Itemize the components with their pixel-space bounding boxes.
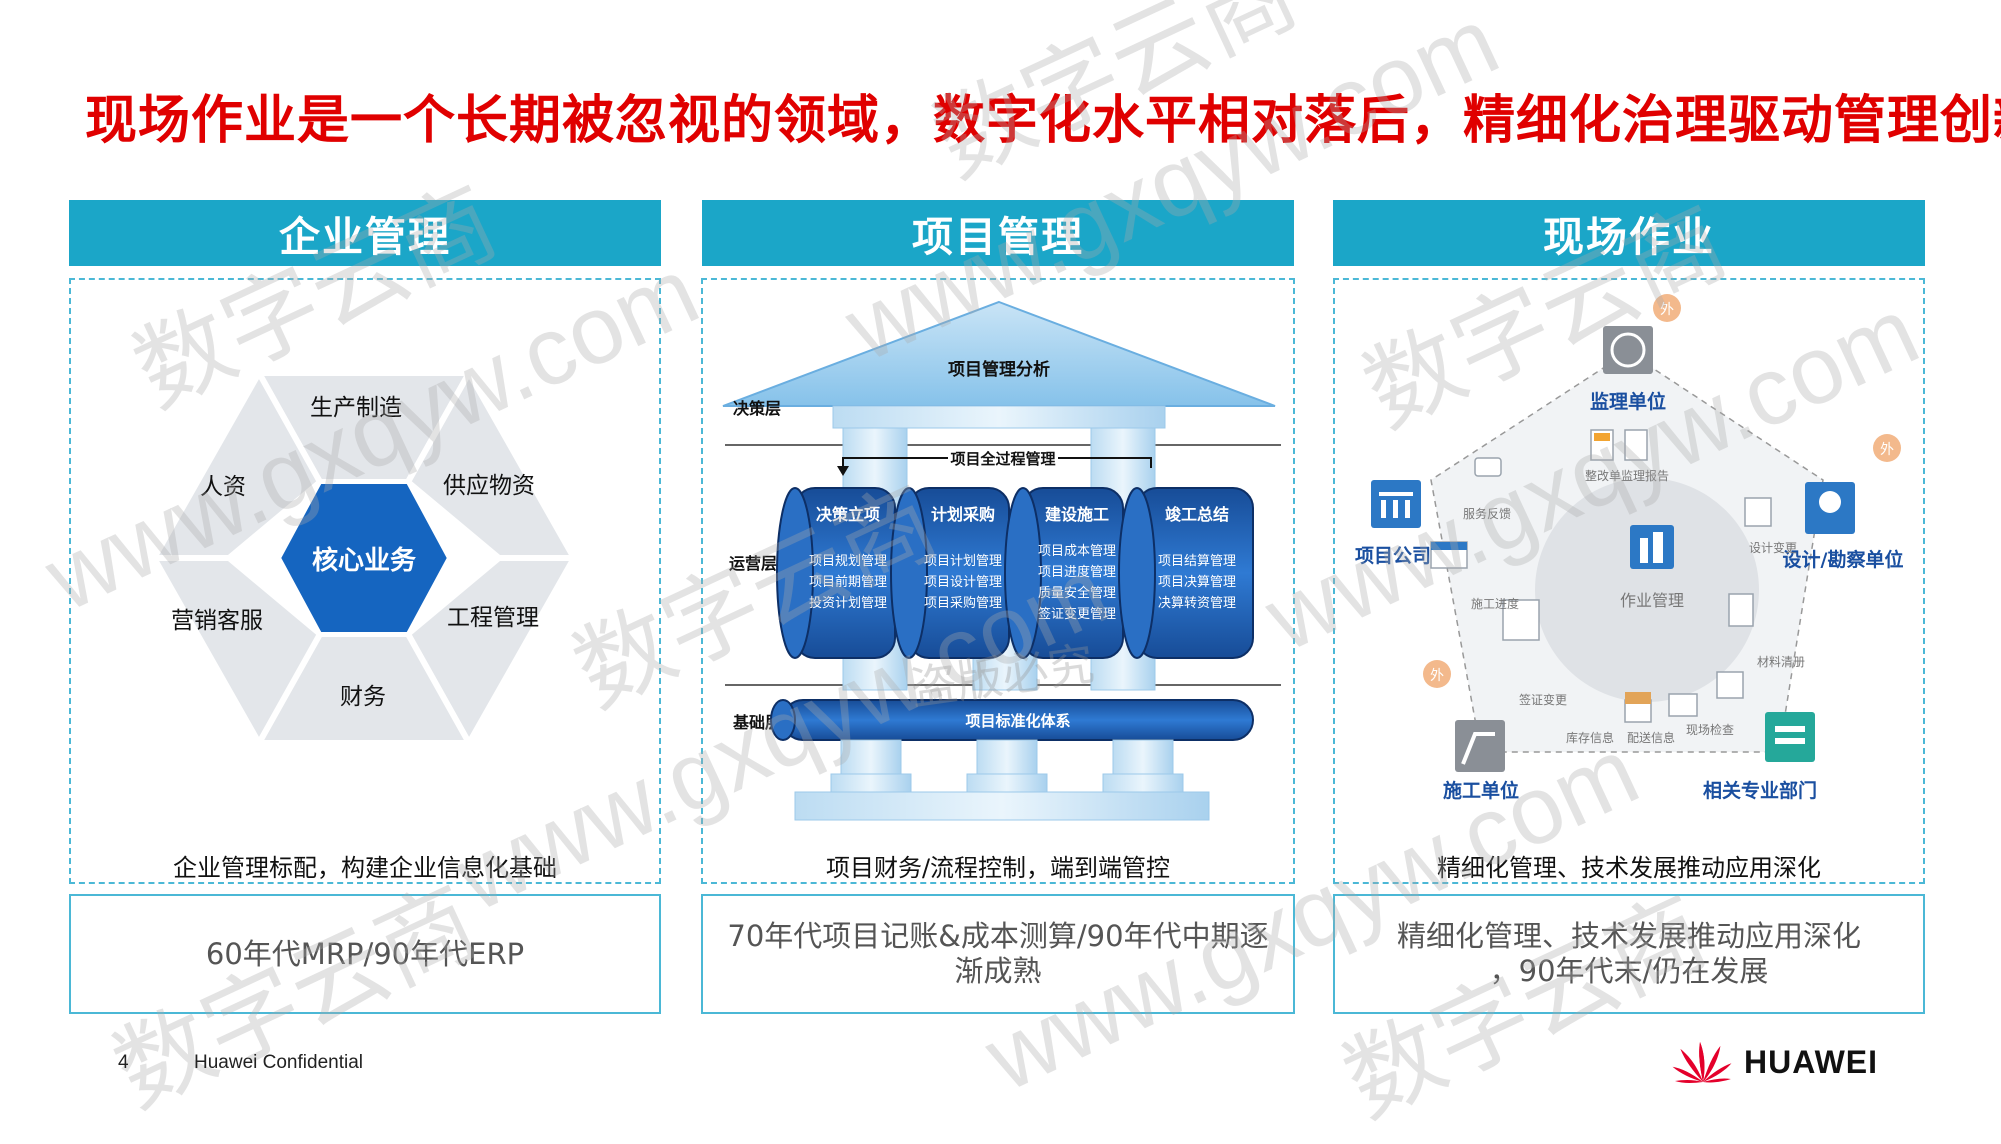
hex-label-marketing: 营销客服 (171, 608, 263, 634)
node-department: 相关专业部门 (1703, 712, 1817, 802)
stage-1-title: 决策立项 (816, 505, 880, 524)
stage-4-title: 竣工总结 (1165, 505, 1229, 524)
process-label: 项目全过程管理 (950, 450, 1055, 468)
hex-center (276, 480, 452, 636)
svg-text:相关专业部门: 相关专业部门 (1703, 779, 1817, 802)
item-design-change: 设计变更 (1749, 540, 1797, 555)
pentagon-diagram: 作业管理 外 外 外 监理单位 设计/勘察单位 相关专业部门 施 (1355, 294, 1904, 802)
field-era-line-1: 精细化管理、技术发展推动应用深化 (1396, 919, 1861, 954)
layer-base: 基础层 (732, 713, 781, 732)
center-label: 作业管理 (1620, 591, 1684, 610)
hex-center-label: 核心业务 (312, 545, 416, 576)
column-header-field: 现场作业 (1333, 200, 1925, 266)
item-site-inspection: 现场检查 (1686, 722, 1734, 737)
stage-2-item-2: 项目设计管理 (924, 575, 1002, 590)
item-supervision-report: 监理报告 (1621, 468, 1669, 483)
stage-4-item-2: 项目决算管理 (1158, 575, 1236, 590)
svg-text:监理单位: 监理单位 (1590, 390, 1666, 413)
svg-text:设计/勘察单位: 设计/勘察单位 (1783, 548, 1904, 571)
svg-text:外: 外 (1430, 668, 1444, 684)
stage-3-item-4: 签证变更管理 (1038, 606, 1116, 622)
svg-text:外: 外 (1660, 302, 1674, 318)
project-era-line-1: 70年代项目记账&成本测算/90年代中期逐 (727, 919, 1269, 954)
node-construction: 施工单位 (1443, 720, 1519, 802)
foundation-label: 项目标准化体系 (965, 712, 1070, 730)
stage-2-item-3: 项目采购管理 (924, 595, 1002, 611)
hex-label-engineering: 工程管理 (447, 605, 539, 631)
stage-3-item-2: 项目进度管理 (1038, 564, 1116, 580)
layer-decision: 决策层 (733, 399, 781, 418)
enterprise-panel: 核心业务 生产制造 供应物资 工程管理 财务 营销客服 人资 企业管理标配，构建… (69, 278, 661, 884)
outer-badge-icon: 外 外 外 (1423, 294, 1901, 688)
field-caption: 精细化管理、技术发展推动应用深化 (1437, 854, 1821, 882)
item-material-list: 材料清册 (1757, 655, 1805, 669)
item-service-feedback: 服务反馈 (1463, 506, 1511, 521)
temple-roof (722, 300, 1276, 407)
hex-label-supply: 供应物资 (443, 473, 535, 499)
project-era-box: 70年代项目记账&成本测算/90年代中期逐 渐成熟 (701, 894, 1295, 1014)
stage-2: 计划采购 项目计划管理 项目设计管理 项目采购管理 (890, 487, 1010, 659)
field-panel: 作业管理 外 外 外 监理单位 设计/勘察单位 相关专业部门 施 (1333, 278, 1925, 884)
roof-label: 项目管理分析 (948, 359, 1050, 380)
enterprise-era-text: 60年代MRP/90年代ERP (205, 936, 525, 971)
stage-1-item-1: 项目规划管理 (809, 554, 887, 569)
stage-3-item-3: 质量安全管理 (1038, 585, 1116, 601)
field-era-box: 精细化管理、技术发展推动应用深化 ，90年代末/仍在发展 (1333, 894, 1925, 1014)
page-title: 现场作业是一个长期被忽视的领域，数字化水平相对落后，精细化治理驱动管理创新 (85, 91, 2001, 151)
stage-3-item-1: 项目成本管理 (1038, 544, 1116, 559)
stage-1-item-2: 项目前期管理 (809, 574, 887, 590)
hexagon-diagram: 核心业务 生产制造 供应物资 工程管理 财务 营销客服 人资 (148, 366, 580, 750)
node-project-company: 项目公司 (1355, 480, 1431, 567)
stage-4: 竣工总结 项目结算管理 项目决算管理 决算转资管理 (1118, 487, 1254, 659)
construction-icon (1455, 720, 1505, 772)
item-inventory: 库存信息 (1566, 730, 1614, 745)
project-era-line-2: 渐成熟 (954, 954, 1042, 988)
item-visa-change: 签证变更 (1519, 692, 1567, 707)
svg-text:外: 外 (1880, 442, 1894, 458)
roof-beam (832, 405, 1166, 429)
svg-text:施工单位: 施工单位 (1443, 779, 1519, 802)
work-manage-icon (1630, 525, 1674, 569)
stage-3-title: 建设施工 (1045, 505, 1109, 524)
stage-2-item-1: 项目计划管理 (924, 554, 1002, 569)
stage-2-title: 计划采购 (931, 505, 995, 524)
stage-1-item-3: 投资计划管理 (809, 595, 887, 611)
field-era-line-2: ，90年代末/仍在发展 (1489, 954, 1769, 988)
project-caption: 项目财务/流程控制，端到端管控 (825, 854, 1171, 882)
enterprise-caption: 企业管理标配，构建企业信息化基础 (173, 854, 557, 882)
column-header-project: 项目管理 (702, 200, 1294, 266)
node-supervisor: 监理单位 (1590, 326, 1666, 413)
project-panel: 项目管理分析 决策层 运营层 基础层 项目全过程管理 决策立项 项目规划管理 项… (701, 278, 1295, 884)
center-circle (1535, 478, 1759, 702)
hex-label-production: 生产制造 (310, 395, 402, 421)
page-number: 4 (118, 1052, 129, 1073)
huawei-logo-text: HUAWEI (1744, 1044, 1878, 1080)
department-icon (1765, 712, 1815, 762)
temple-diagram: 项目管理分析 决策层 运营层 基础层 项目全过程管理 决策立项 项目规划管理 项… (722, 300, 1281, 821)
svg-text:项目公司: 项目公司 (1355, 545, 1431, 567)
stage-4-item-3: 决算转资管理 (1158, 596, 1236, 611)
huawei-logo-icon (1672, 1042, 1732, 1083)
item-delivery: 配送信息 (1627, 730, 1675, 745)
hex-label-finance: 财务 (340, 684, 386, 710)
hex-label-hr: 人资 (200, 474, 246, 500)
confidential-label: Huawei Confidential (194, 1052, 363, 1073)
temple-base (794, 791, 1210, 821)
item-rectify: 整改单 (1585, 468, 1621, 483)
stage-1: 决策立项 项目规划管理 项目前期管理 投资计划管理 (776, 487, 896, 659)
enterprise-era-box: 60年代MRP/90年代ERP (69, 894, 661, 1014)
column-header-enterprise: 企业管理 (69, 200, 661, 266)
item-construction-progress: 施工进度 (1471, 596, 1519, 611)
stage-4-item-1: 项目结算管理 (1158, 554, 1236, 569)
layer-operation: 运营层 (729, 554, 777, 573)
node-design: 设计/勘察单位 (1783, 482, 1904, 571)
